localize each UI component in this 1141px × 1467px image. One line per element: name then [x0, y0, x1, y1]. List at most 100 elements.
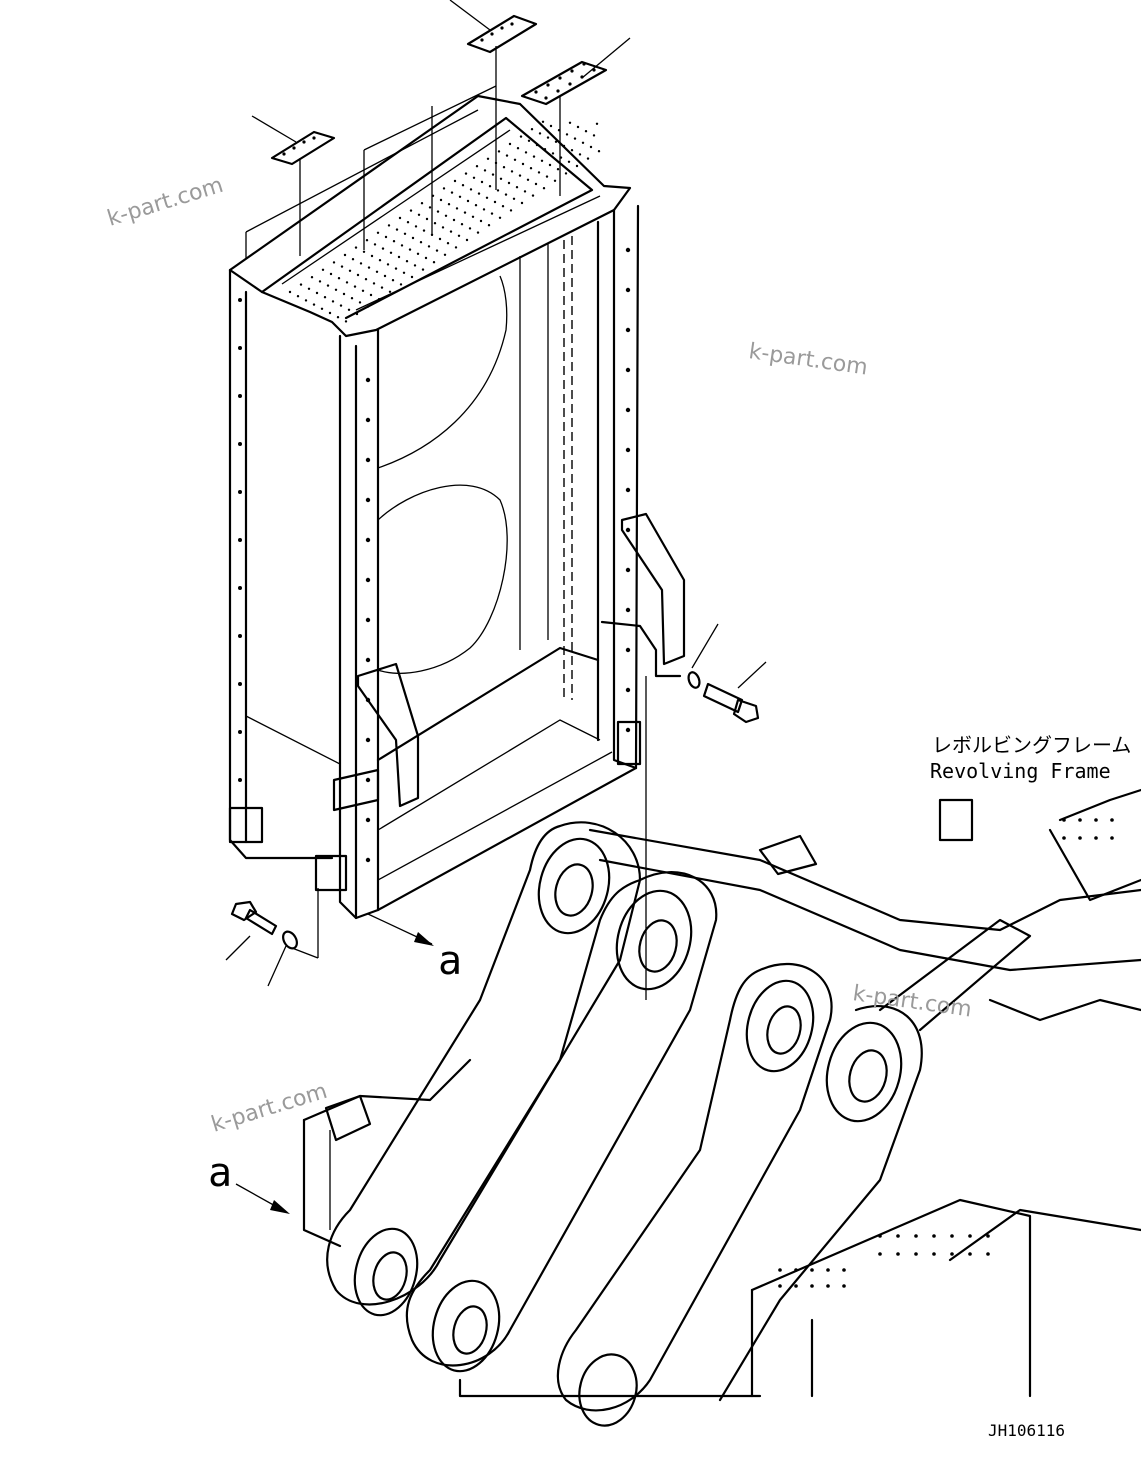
perforation-dot	[597, 150, 601, 153]
perforation-dot	[365, 497, 371, 503]
perforation-dot	[625, 687, 631, 693]
perforation-dot	[433, 222, 437, 225]
perforation-dot	[487, 224, 491, 227]
perforation-dot	[375, 270, 379, 273]
perforation-dot	[365, 457, 371, 463]
perforation-dot	[968, 1252, 972, 1256]
perforation-dot	[1078, 836, 1082, 840]
perforation-dot	[238, 490, 242, 494]
perforation-dot	[480, 38, 484, 42]
perforation-dot	[427, 245, 431, 248]
perforation-dot	[556, 168, 560, 171]
perforation-dot	[534, 182, 538, 186]
perforation-dot	[501, 205, 505, 208]
perforation-dot	[414, 225, 418, 228]
perforation-dot	[549, 124, 553, 128]
perforation-dot	[532, 155, 536, 158]
perforation-dot	[534, 90, 538, 94]
perforation-dot	[932, 1252, 936, 1256]
perforation-dot	[474, 204, 478, 207]
perforation-dot	[896, 1234, 900, 1238]
perforation-dot	[512, 197, 516, 200]
perforation-dot	[1110, 836, 1114, 840]
perforation-dot	[339, 304, 343, 307]
perforation-dot	[397, 255, 401, 259]
perforation-dot	[315, 291, 319, 295]
perforation-dot	[538, 132, 542, 135]
perforation-dot	[482, 208, 486, 211]
perforation-dot	[490, 32, 494, 36]
perforation-dot	[553, 179, 557, 182]
plate-left	[270, 130, 336, 166]
perforation-dot	[544, 96, 548, 100]
perforation-dot	[518, 174, 522, 177]
perforation-dot	[345, 281, 349, 284]
perforation-dot	[329, 272, 333, 276]
perforation-dot	[826, 1268, 830, 1272]
perforation-dot	[541, 120, 545, 124]
perforation-dot	[914, 1234, 918, 1238]
perforation-dot	[388, 290, 392, 293]
perforation-dot	[595, 122, 599, 126]
perforation-dot	[475, 165, 479, 168]
perforation-dot	[810, 1268, 814, 1272]
perforation-dot	[464, 172, 468, 175]
perforation-dot	[1062, 836, 1066, 840]
perforation-dot	[625, 367, 631, 373]
perforation-dot	[480, 180, 484, 184]
perforation-dot	[238, 634, 242, 638]
perforation-dot	[328, 311, 332, 315]
perforation-dot	[469, 188, 473, 191]
perforation-dot	[362, 250, 366, 253]
perforation-dot	[336, 316, 340, 319]
perforation-dot	[516, 147, 520, 150]
perforation-dot	[842, 1284, 846, 1288]
perforation-dot	[542, 187, 546, 190]
perforation-dot	[455, 207, 459, 210]
perforation-dot	[447, 203, 451, 206]
perforation-dot	[486, 157, 490, 160]
perforation-dot	[570, 149, 574, 152]
perforation-dot	[428, 206, 432, 209]
perforation-dot	[491, 173, 495, 176]
perforation-dot	[510, 22, 514, 26]
perforation-dot	[399, 283, 403, 286]
perforation-dot	[592, 134, 596, 137]
perforation-dot	[483, 169, 487, 172]
arrow-a-left-label: a	[208, 1150, 232, 1196]
perforation-dot	[519, 135, 523, 138]
perforation-dot	[381, 247, 385, 250]
perforation-dot	[391, 279, 395, 282]
plate-right	[520, 60, 608, 106]
watermark: k-part.com	[747, 339, 869, 380]
perforation-dot	[515, 186, 519, 189]
perforation-dot	[558, 76, 562, 80]
perforation-dot	[443, 253, 447, 256]
perforation-dot	[424, 256, 428, 260]
perforation-dot	[546, 83, 550, 87]
perforation-dot	[496, 189, 500, 192]
perforation-dot	[238, 682, 242, 686]
perforation-dot	[323, 296, 327, 299]
perforation-dot	[490, 212, 494, 215]
perforation-dot	[476, 231, 480, 234]
frame-label-jp: レボルビングフレーム	[932, 733, 1131, 757]
perforation-dot	[365, 377, 371, 383]
perforation-dot	[932, 1234, 936, 1238]
perforation-dot	[356, 273, 360, 277]
perforation-dot	[365, 417, 371, 423]
perforation-dot	[493, 200, 497, 204]
perforation-dot	[625, 247, 631, 253]
perforation-dot	[543, 148, 547, 151]
perforation-dot	[348, 269, 352, 272]
perforation-dot	[531, 194, 535, 197]
perforation-dot	[485, 196, 489, 199]
perforation-dot	[238, 442, 242, 446]
perforation-dot	[406, 221, 410, 224]
perforation-dot	[554, 140, 558, 143]
perforation-dot	[896, 1252, 900, 1256]
perforation-dot	[625, 527, 631, 533]
perforation-dot	[1062, 818, 1066, 822]
perforation-dot	[416, 252, 420, 255]
perforation-dot	[582, 62, 586, 66]
